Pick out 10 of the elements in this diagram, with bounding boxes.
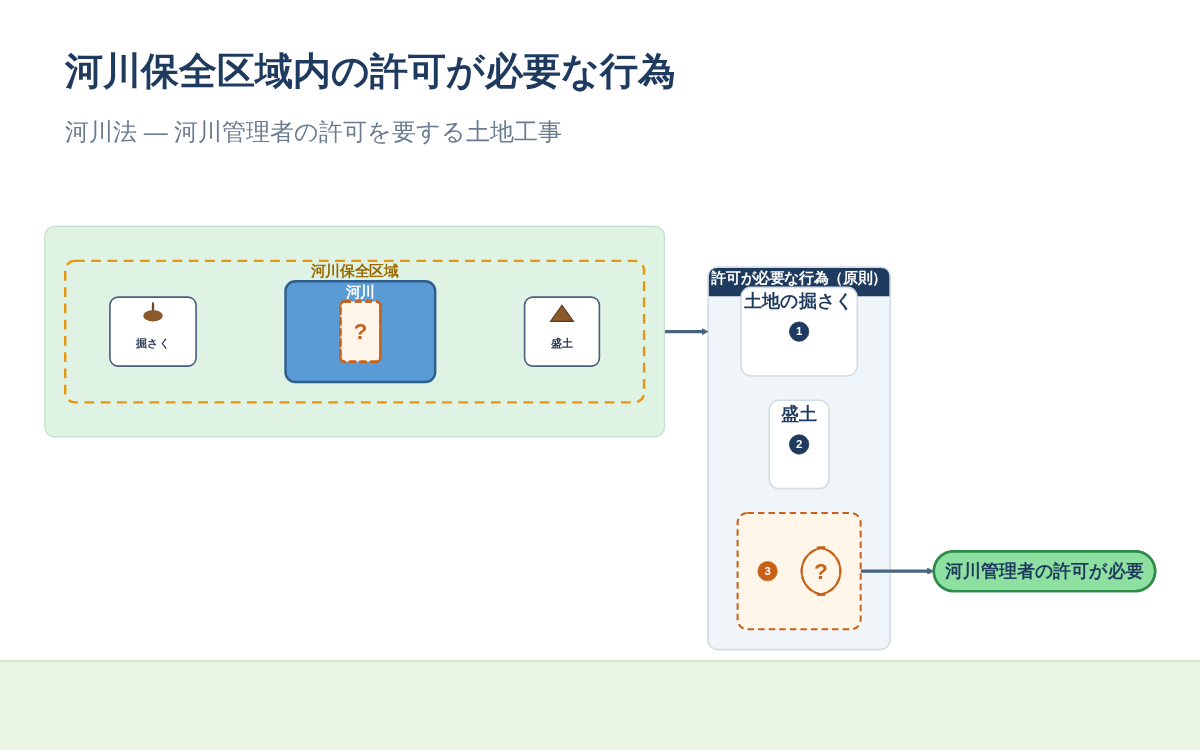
subtitle: 河川法 — 河川管理者の許可を要する土地工事 xyxy=(65,117,563,147)
cluster xyxy=(736,512,862,631)
node-box: 掘さく xyxy=(109,296,197,367)
node-circle: 3 xyxy=(757,561,778,582)
node-box: 盛土 xyxy=(523,296,601,367)
arrow xyxy=(664,328,709,336)
node-circle: 2 xyxy=(789,434,810,455)
cluster xyxy=(44,225,666,438)
title: 河川保全区域内の許可が必要な行為 xyxy=(65,49,676,94)
node-circle: 1 xyxy=(789,321,810,342)
